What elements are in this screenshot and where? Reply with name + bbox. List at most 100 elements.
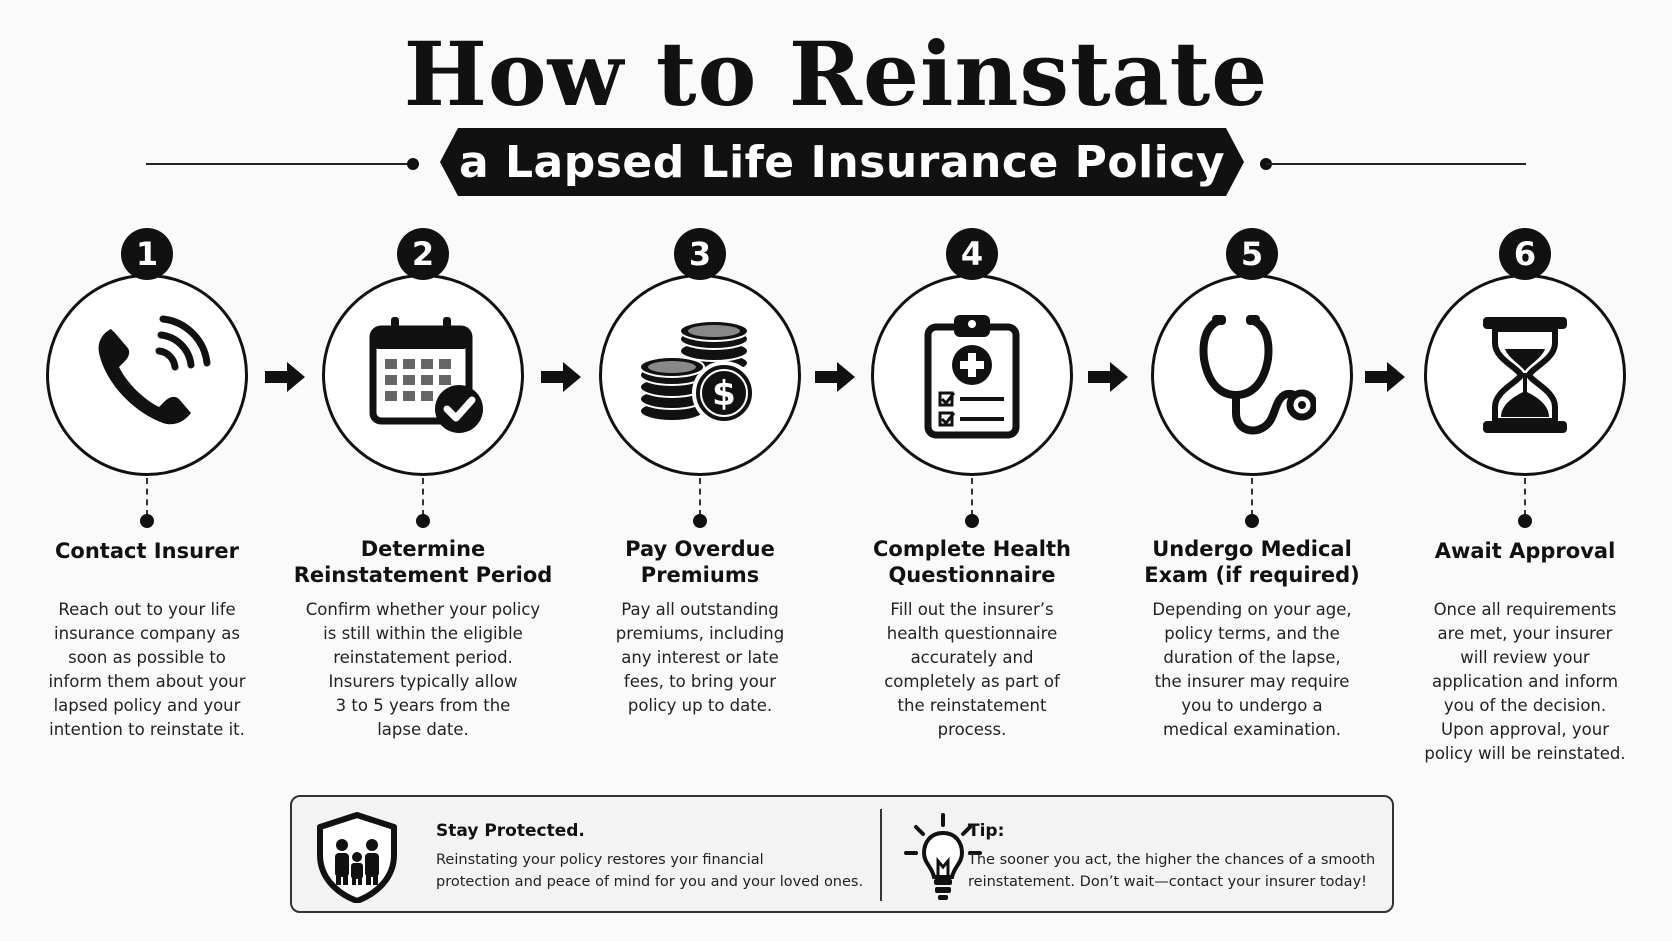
description-line: health questionnaire [886,624,1058,643]
step-title-line: Premiums [640,563,760,587]
description-line: lapse date. [377,720,469,739]
note-line: The sooner you act, the higher the chanc… [968,852,1376,868]
coins-dollar-icon: $ [639,320,756,425]
step-icon-circle [871,274,1073,476]
connector-line [1524,478,1526,516]
description-line: premiums, including [615,624,785,643]
page-subtitle: a Lapsed Life Insurance Policy [458,136,1226,188]
connector-line [422,478,424,516]
description-line: Depending on your age, [1152,600,1352,619]
connector-line [699,478,701,516]
description-line: duration of the lapse, [1163,648,1341,667]
note-title-tip: Tip: [968,821,1005,841]
note-line: protection and peace of mind for you and… [436,874,864,890]
note-line: Reinstating your policy restores yoır fi… [436,852,764,868]
hourglass-icon [1483,317,1567,433]
description-line: policy up to date. [627,696,773,715]
note-line: reinstatement. Don’t wait—contact your i… [968,874,1367,890]
description-line: policy terms, and the [1164,624,1340,643]
description-line: are met, your insurer [1437,624,1613,643]
description-line: inform them about your [48,672,246,691]
description-line: insurance company as [54,624,240,643]
step-description: Depending on your age, policy terms, and… [1112,598,1392,742]
step-title-line: Exam (if required) [1144,563,1360,587]
description-line: Fill out the insurer’s [890,600,1054,619]
step-number: 5 [1226,228,1278,280]
description-line: Insurers typically allow [328,672,518,691]
arrow-right-icon [265,362,305,392]
description-line: soon as possible to [68,648,226,667]
page-title: How to Reinstate [403,22,1269,126]
step-number: 3 [674,228,726,280]
step-number: 2 [397,228,449,280]
connector-dot [140,514,154,528]
connector-dot [1518,514,1532,528]
stethoscope-icon [1199,315,1316,435]
step-icon-circle [46,274,248,476]
connector-line [971,478,973,516]
step-title-line: Reinstatement Period [293,563,553,587]
phone-icon [98,315,211,425]
lightbulb-icon [904,813,982,900]
step-title-line: Undergo Medical [1152,537,1352,561]
description-line: the reinstatement [897,696,1047,715]
family-shield-icon [317,812,397,903]
connector-dot [965,514,979,528]
description-line: lapsed policy and your [53,696,241,715]
connector-dot [693,514,707,528]
connector-dot [416,514,430,528]
step-title-line: Contact Insurer [55,539,239,563]
step-title: Undergo Medical Exam (if required) [1112,536,1392,588]
description-line: intention to reinstate it. [49,720,245,739]
step-title-line: Determine [360,537,486,561]
step-description: Fill out the insurer’s health questionna… [832,598,1112,742]
arrow-right-icon [1365,362,1405,392]
clipboard-health-icon [924,315,1020,439]
subtitle-banner: a Lapsed Life Insurance Policy [440,128,1244,196]
step-description: Reach out to your life insurance company… [7,598,287,742]
connector-line [146,478,148,516]
description-line: you of the decision. [1443,696,1607,715]
arrow-right-icon [815,362,855,392]
description-line: the insurer may require [1154,672,1350,691]
step-title-line: Await Approval [1434,539,1616,563]
step-title: Contact Insurer [7,538,287,564]
description-line: is still within the eligible [323,624,523,643]
connector-line [1251,478,1253,516]
description-line: medical examination. [1162,720,1342,739]
note-text-stay-protected: Reinstating your policy restores yoır fi… [436,849,866,893]
note-title-stay-protected: Stay Protected. [436,821,585,841]
arrow-right-icon [541,362,581,392]
step-number: 1 [121,228,173,280]
description-line: reinstatement period. [333,648,513,667]
arrow-right-icon [1088,362,1128,392]
step-icon-circle [322,274,524,476]
step-title-line: Pay Overdue [625,537,775,561]
step-number: 6 [1499,228,1551,280]
connector-dot [1245,514,1259,528]
description-line: accurately and [910,648,1034,667]
step-description: Once all requirements are met, your insu… [1385,598,1665,766]
description-line: Pay all outstanding [621,600,779,619]
description-line: Once all requirements [1433,600,1617,619]
info-box: Stay Protected. Reinstating your policy … [290,795,1394,913]
step-title-line: Complete Health [873,537,1071,561]
step-title: Determine Reinstatement Period [283,536,563,588]
step-title: Complete Health Questionnaire [832,536,1112,588]
description-line: you to undergo a [1181,696,1323,715]
description-line: completely as part of [884,672,1060,691]
description-line: Confirm whether your policy [305,600,541,619]
title-rule-left [146,163,412,165]
description-line: policy will be reinstated. [1424,744,1626,763]
note-divider [880,809,882,901]
step-description: Pay all outstanding premiums, including … [560,598,840,718]
svg-text:$: $ [712,374,736,414]
description-line: Reach out to your life [58,600,236,619]
step-icon-circle [1424,274,1626,476]
title-rule-right [1266,163,1526,165]
step-description: Confirm whether your policy is still wit… [283,598,563,742]
step-title: Pay Overdue Premiums [560,536,840,588]
description-line: 3 to 5 years from the [335,696,511,715]
step-title: Await Approval [1385,538,1665,564]
step-title-line: Questionnaire [888,563,1056,587]
